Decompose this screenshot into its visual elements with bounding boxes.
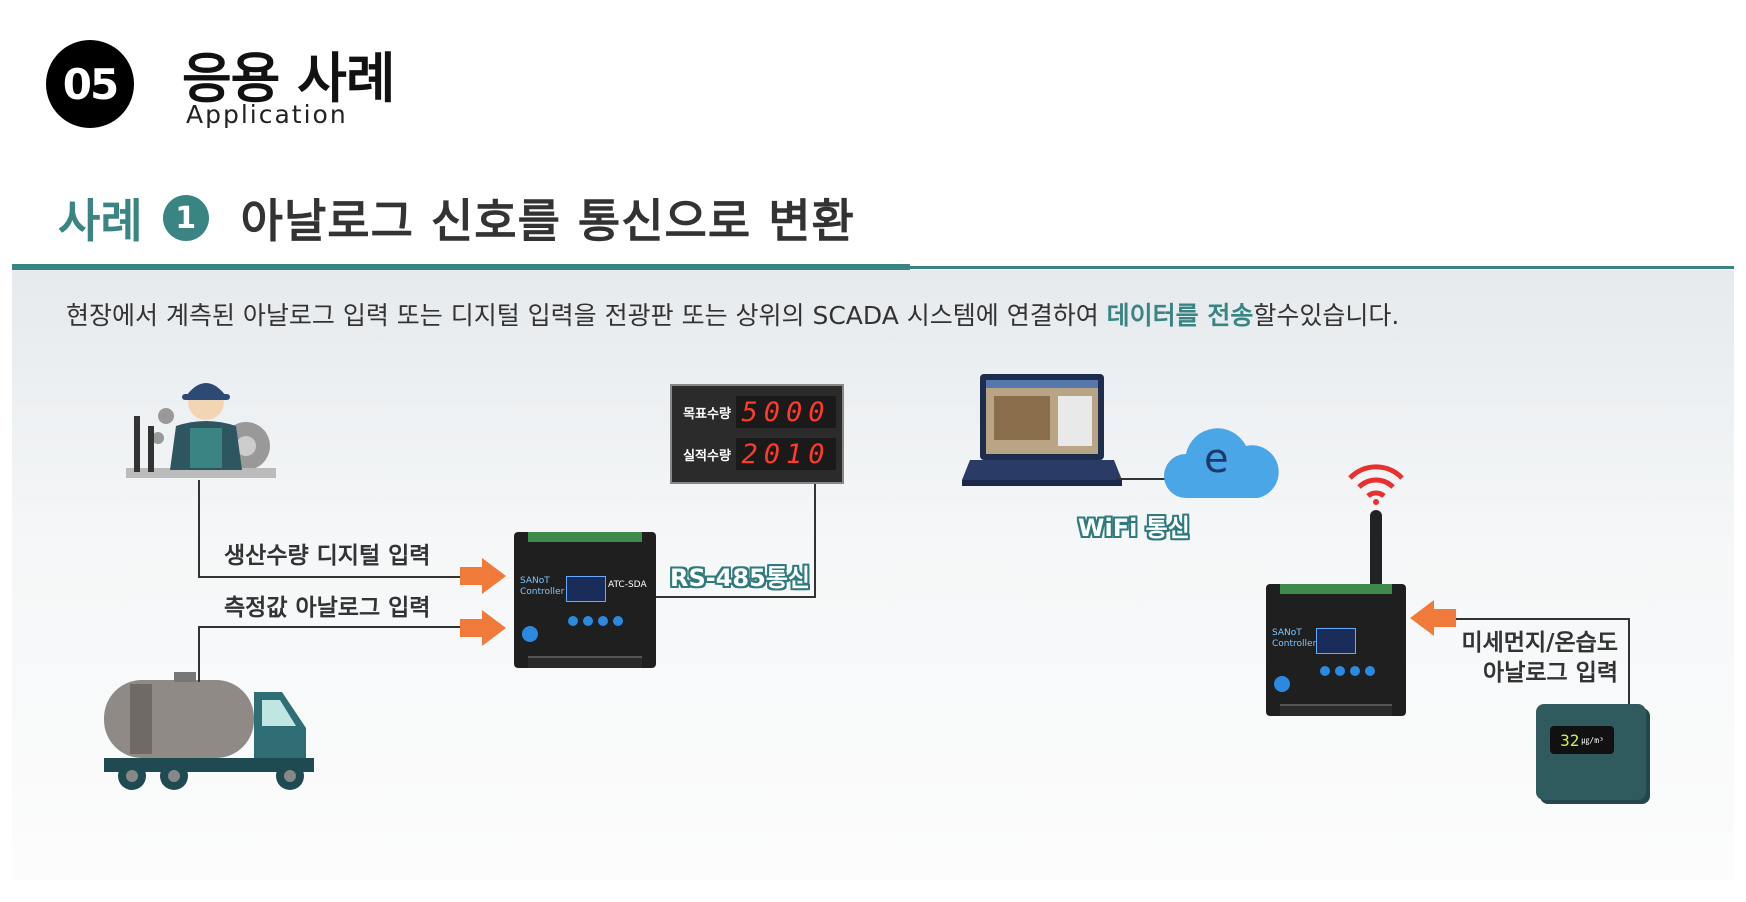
dust-label-line1: 미세먼지/온습도 (1461, 630, 1618, 656)
controller-brand: SANoT Controller (520, 576, 565, 597)
display-row-target: 목표수량 5000 (678, 394, 836, 430)
sensor-unit: ㎍/m³ (1581, 735, 1604, 745)
wire-sensor-to-controller (1456, 618, 1630, 706)
wire-worker-to-controller (198, 480, 464, 578)
controller-screen (1316, 628, 1356, 654)
wireless-controller-device: SANoT Controller (1266, 584, 1406, 716)
description-highlight: 데이터를 전송 (1106, 301, 1254, 330)
controller-buttons (1320, 666, 1375, 676)
description-text: 현장에서 계측된 아날로그 입력 또는 디지털 입력을 전광판 또는 상위의 S… (66, 301, 1107, 330)
case-label: 사례 (58, 194, 143, 248)
rs485-label: RS-485통신 (670, 564, 810, 592)
controller-buttons (568, 616, 623, 626)
arrow-left-icon (1410, 600, 1456, 636)
controller-model: ATC-SDA (608, 580, 647, 590)
terminal-block-bottom (1280, 704, 1392, 716)
wire-laptop-to-cloud (1116, 478, 1166, 482)
case-title: 아날로그 신호를 통신으로 변환 (240, 194, 855, 248)
controller-device: SANoT Controller ATC-SDA (514, 532, 656, 668)
display-row-label: 목표수량 (683, 406, 731, 422)
description-text-end: 할수있습니다. (1253, 301, 1400, 330)
terminal-block (528, 532, 642, 542)
display-row-label: 실적수량 (683, 448, 731, 464)
wifi-signal-icon (1348, 464, 1404, 505)
section-number-badge: 05 (46, 40, 134, 128)
controller-brand: SANoT Controller (1272, 628, 1317, 649)
display-row-value: 5000 (736, 396, 836, 428)
wire-controller-to-display (656, 478, 816, 598)
display-row-value: 2010 (736, 438, 836, 470)
controller-knob (1274, 676, 1290, 692)
wifi-label: WiFi 통신 (1078, 514, 1190, 542)
dust-label-line2: 아날로그 입력 (1483, 660, 1618, 686)
wire-truck-to-controller (198, 626, 464, 682)
divider-accent-bar (12, 264, 910, 270)
terminal-block-bottom (528, 656, 642, 668)
cloud-icon (1164, 428, 1279, 498)
controller-knob (522, 626, 538, 642)
analog-input-label: 측정값 아날로그 입력 (224, 595, 431, 621)
description: 현장에서 계측된 아날로그 입력 또는 디지털 입력을 전광판 또는 상위의 S… (66, 296, 1399, 332)
arrow-right-icon (460, 610, 506, 646)
dust-sensor-label: 미세먼지/온습도 아날로그 입력 (1440, 628, 1618, 688)
laptop-icon (962, 374, 1122, 486)
section-title: 응용 사례 (182, 47, 396, 110)
worker-with-gears-icon (126, 383, 276, 478)
terminal-block (1280, 584, 1392, 594)
arrow-right-icon (460, 558, 506, 594)
case-heading: 사례 1 아날로그 신호를 통신으로 변환 (58, 188, 855, 248)
cloud-letter: e (1204, 436, 1229, 482)
digital-input-label: 생산수량 디지털 입력 (224, 543, 431, 569)
display-row-actual: 실적수량 2010 (678, 436, 836, 472)
controller-screen (566, 576, 606, 602)
tanker-truck-icon (104, 672, 314, 790)
led-display-board: 목표수량 5000 실적수량 2010 (670, 384, 844, 484)
section-subtitle: Application (186, 100, 348, 129)
case-number-badge: 1 (162, 195, 209, 241)
